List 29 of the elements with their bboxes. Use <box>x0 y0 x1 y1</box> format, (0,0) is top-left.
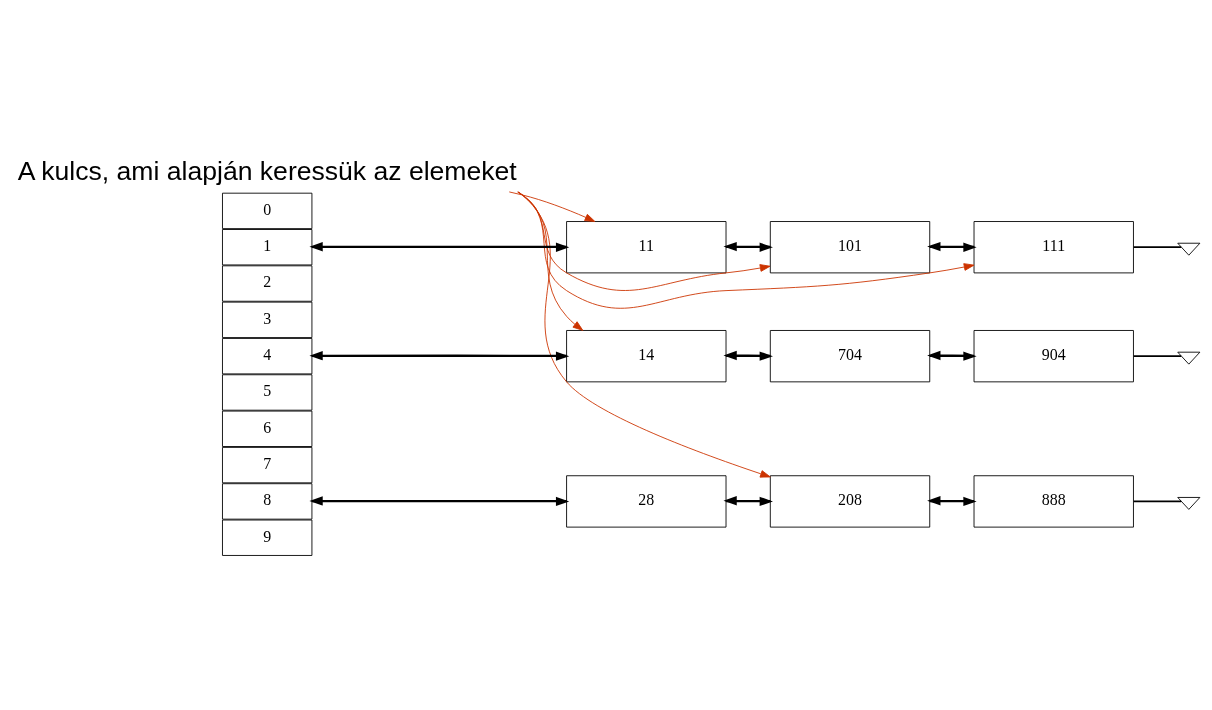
node-box: 4 <box>222 337 313 374</box>
node-box: 2 <box>222 264 313 302</box>
connector <box>1132 500 1183 502</box>
connector <box>1132 354 1183 357</box>
node-box: 704 <box>769 329 931 382</box>
node-box: 5 <box>222 373 313 411</box>
node-box: 101 <box>769 220 931 273</box>
arrow <box>517 191 975 309</box>
node-box: 904 <box>973 329 1134 382</box>
node-box: 7 <box>222 446 313 483</box>
node-box: 1 <box>222 228 313 265</box>
node-box: 888 <box>973 474 1134 528</box>
node-box: 6 <box>222 410 313 447</box>
connector <box>1132 245 1183 248</box>
node-ground <box>1177 496 1201 510</box>
arrow <box>508 190 596 222</box>
node-box: 8 <box>222 482 313 520</box>
node-ground <box>1177 242 1201 256</box>
node-ground <box>1177 351 1201 365</box>
node-box: 0 <box>222 192 313 229</box>
node-box: 3 <box>222 301 313 338</box>
node-box: 14 <box>566 329 727 382</box>
node-box: 11 <box>566 220 727 273</box>
node-box: 28 <box>566 474 727 528</box>
node-text: A kulcs, ami alapján keressük az elemeket <box>17 155 517 186</box>
arrow <box>517 191 584 331</box>
node-box: 9 <box>222 519 313 556</box>
node-box: 208 <box>769 474 931 528</box>
node-box: 111 <box>973 220 1134 273</box>
